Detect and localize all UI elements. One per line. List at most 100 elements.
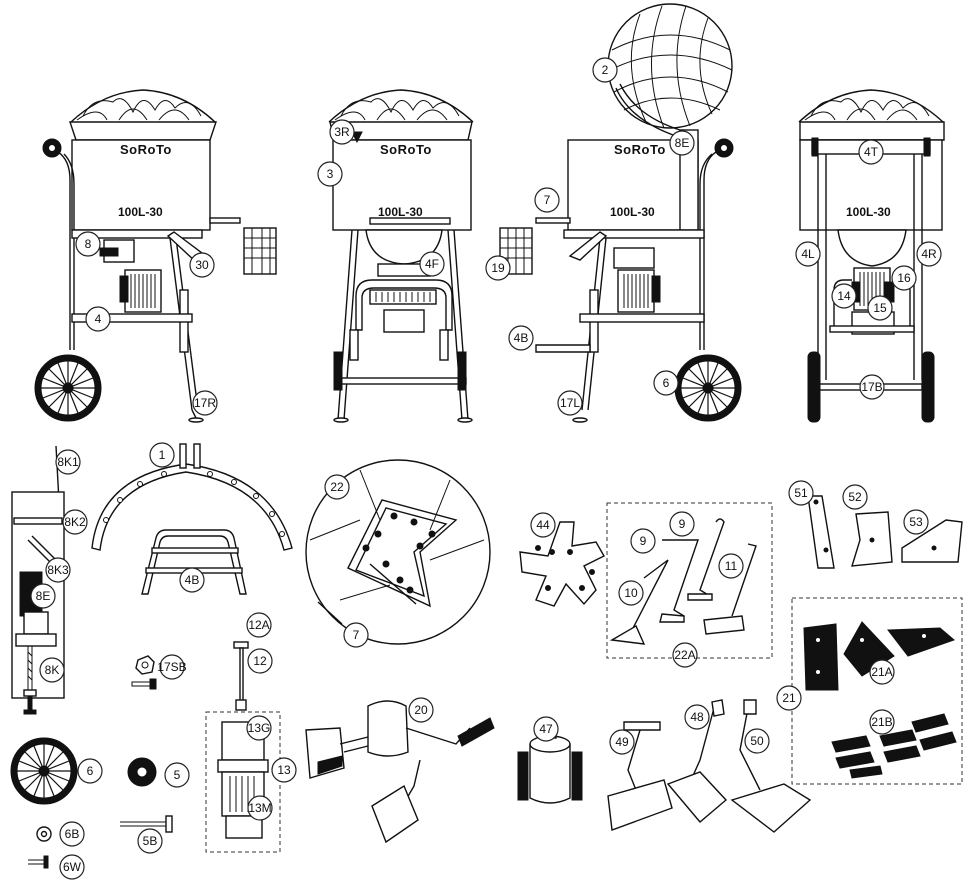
svg-text:14: 14 [837, 289, 851, 303]
svg-text:6: 6 [663, 376, 670, 390]
svg-text:17L: 17L [560, 396, 580, 410]
scrapers-51-53 [807, 495, 963, 569]
svg-text:22A: 22A [674, 648, 695, 662]
callout-22A: 22A [672, 642, 698, 668]
svg-text:22: 22 [330, 480, 344, 494]
mixer-rear-view: 100L-30 [798, 89, 945, 423]
mixer-side-view-tipped: SoRoTo 100L-30 [499, 3, 742, 423]
brand-logo: SoRoTo [380, 142, 432, 157]
svg-text:9: 9 [679, 517, 686, 531]
callout-21B: 21B [869, 709, 895, 735]
svg-text:13G: 13G [248, 721, 271, 735]
svg-text:7: 7 [544, 193, 551, 207]
callout-12A: 12A [246, 612, 272, 638]
callout-5: 5 [164, 762, 190, 788]
svg-text:17SB: 17SB [157, 660, 186, 674]
callout-4F: 4F [419, 251, 445, 277]
svg-text:17R: 17R [194, 396, 216, 410]
svg-text:8E: 8E [675, 136, 690, 150]
callout-21A: 21A [869, 659, 895, 685]
svg-text:8K2: 8K2 [64, 515, 86, 529]
callout-11: 11 [718, 553, 744, 579]
callout-8E: 8E [30, 583, 56, 609]
callout-4: 4 [85, 306, 111, 332]
callout-13: 13 [271, 757, 297, 783]
callout-51: 51 [788, 480, 814, 506]
paddle-set-22a [606, 502, 773, 659]
svg-text:9: 9 [640, 534, 647, 548]
callout-15: 15 [867, 295, 893, 321]
washer-6b [36, 826, 52, 842]
svg-text:30: 30 [195, 258, 209, 272]
bolt-5b [120, 815, 173, 833]
callout-5B: 5B [137, 828, 163, 854]
callout-4B: 4B [179, 567, 205, 593]
svg-text:48: 48 [690, 710, 704, 724]
callout-4L: 4L [795, 241, 821, 267]
svg-text:2: 2 [602, 63, 609, 77]
svg-text:47: 47 [539, 722, 553, 736]
svg-text:4B: 4B [185, 573, 200, 587]
svg-text:4L: 4L [801, 247, 815, 261]
callout-6: 6 [77, 758, 103, 784]
callout-17R: 17R [192, 390, 218, 416]
svg-text:16: 16 [897, 271, 911, 285]
svg-text:7: 7 [353, 628, 360, 642]
svg-text:52: 52 [848, 490, 862, 504]
svg-text:4B: 4B [514, 331, 529, 345]
callout-4T: 4T [858, 139, 884, 165]
callout-7-top: 7 [534, 187, 560, 213]
svg-text:49: 49 [615, 735, 629, 749]
model-label: 100L-30 [118, 205, 163, 219]
svg-text:8K3: 8K3 [47, 563, 69, 577]
callout-44: 44 [530, 512, 556, 538]
svg-text:21A: 21A [871, 665, 892, 679]
callout-7: 7 [343, 622, 369, 648]
callout-8K2: 8K2 [62, 509, 88, 535]
svg-text:8K1: 8K1 [57, 455, 79, 469]
callout-8K1: 8K1 [55, 449, 81, 475]
brand-logo: SoRoTo [614, 142, 666, 157]
wheel-part-6 [10, 737, 78, 805]
callout-2: 2 [592, 57, 618, 83]
callout-1: 1 [149, 442, 175, 468]
callout-8K3: 8K3 [45, 557, 71, 583]
callout-10: 10 [618, 580, 644, 606]
hub-part-5 [127, 757, 157, 787]
blades-48-50 [607, 699, 812, 833]
svg-text:21: 21 [782, 691, 796, 705]
callout-14: 14 [831, 283, 857, 309]
callout-47: 47 [533, 716, 559, 742]
callout-6W: 6W [59, 854, 85, 880]
callout-4B-top: 4B [508, 325, 534, 351]
callout-17SB: 17SB [157, 654, 187, 680]
callout-12: 12 [247, 648, 273, 674]
blade-set-21 [791, 597, 963, 785]
svg-text:3R: 3R [334, 125, 350, 139]
svg-text:8K: 8K [45, 663, 60, 677]
callout-8E-top: 8E [669, 130, 695, 156]
callout-50: 50 [744, 728, 770, 754]
svg-text:8E: 8E [36, 589, 51, 603]
svg-text:3: 3 [327, 167, 334, 181]
svg-text:50: 50 [750, 734, 764, 748]
svg-text:4: 4 [95, 312, 102, 326]
svg-text:4T: 4T [864, 145, 879, 159]
callout-16: 16 [891, 265, 917, 291]
callout-6-top: 6 [653, 370, 679, 396]
model-label: 100L-30 [846, 205, 891, 219]
svg-text:15: 15 [873, 301, 887, 315]
svg-text:5: 5 [174, 768, 181, 782]
svg-text:6W: 6W [63, 860, 82, 874]
callout-13M: 13M [247, 795, 273, 821]
callout-52: 52 [842, 484, 868, 510]
svg-text:17B: 17B [861, 380, 882, 394]
svg-text:21B: 21B [871, 715, 892, 729]
svg-text:44: 44 [536, 518, 550, 532]
nut-bolt-17sb [131, 655, 157, 690]
svg-text:20: 20 [414, 703, 428, 717]
svg-text:5B: 5B [143, 834, 158, 848]
paddle-star-part-44 [519, 521, 605, 607]
callout-9b: 9 [630, 528, 656, 554]
